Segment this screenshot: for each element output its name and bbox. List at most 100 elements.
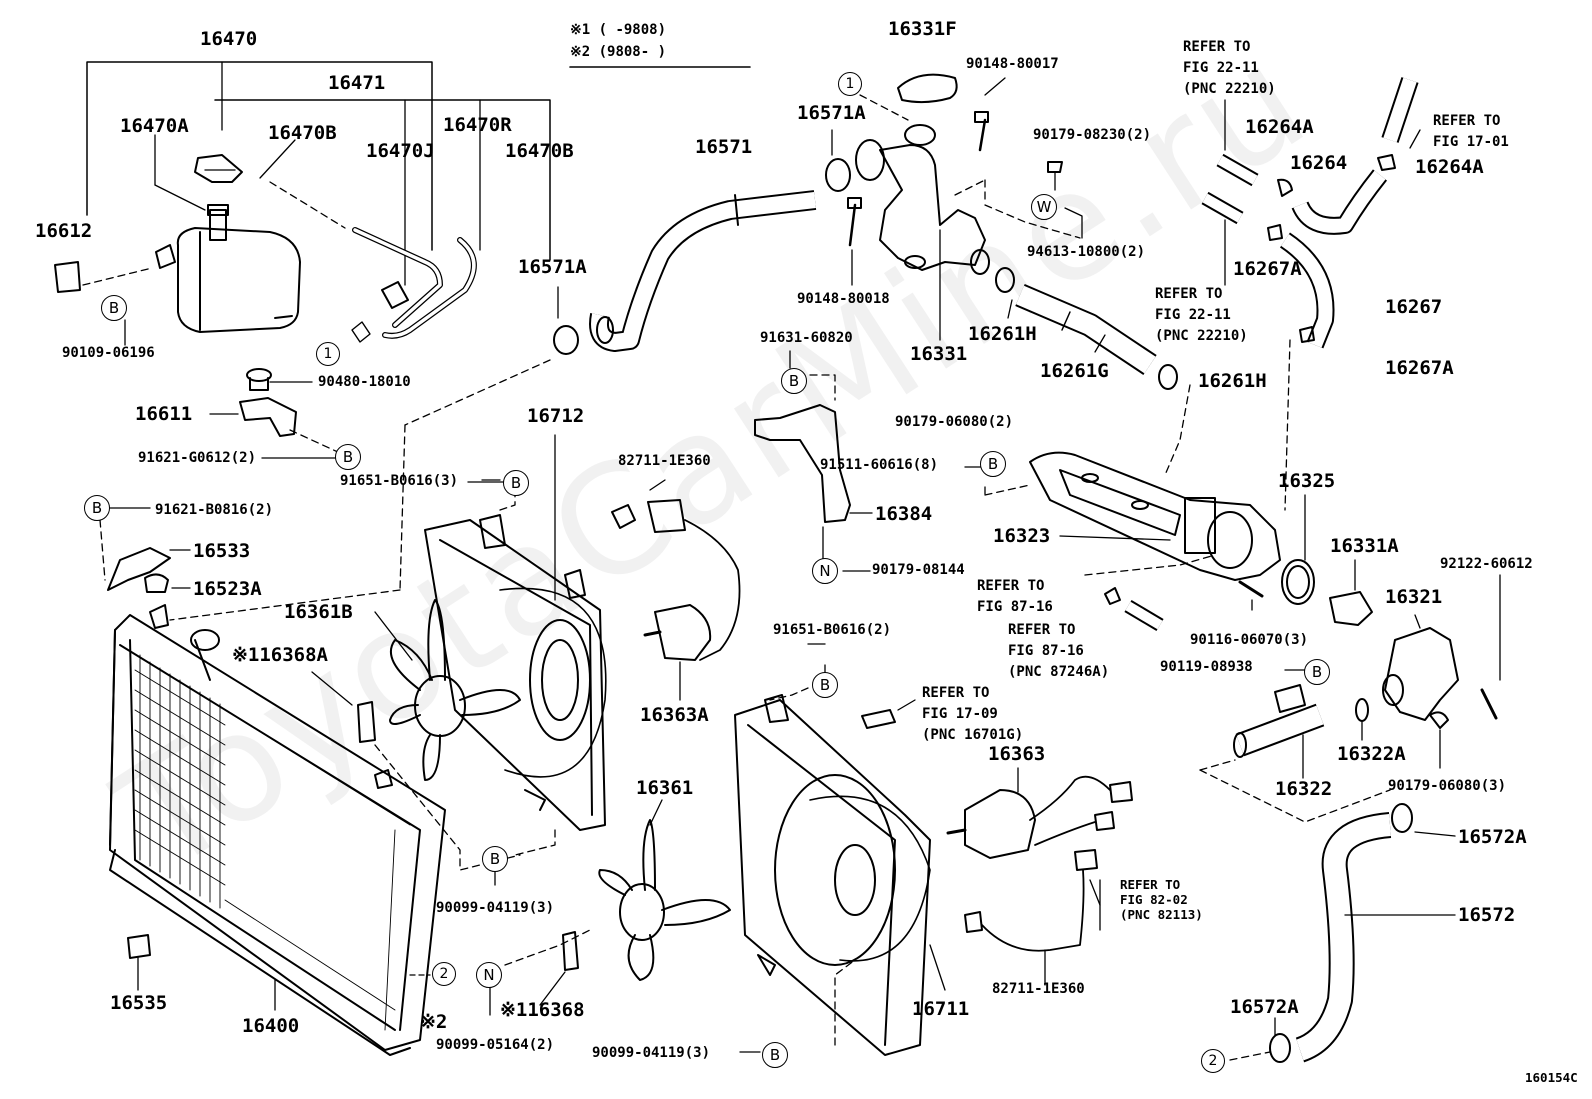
part-16571: 16571 [695, 136, 753, 158]
refer-line: REFER TO [1120, 877, 1181, 892]
refer-line: REFER TO [1008, 622, 1076, 638]
part-16571A-a: 16571A [518, 256, 587, 278]
callout-B: B [762, 1042, 788, 1068]
legend-line-2: ※2 (9808- ) [570, 44, 667, 60]
legend-line-1: ※1 ( -9808) [570, 22, 667, 38]
part-16712: 16712 [527, 405, 585, 427]
refer-line: FIG 87-16 [1008, 643, 1084, 659]
water-outlet [855, 124, 990, 275]
part-94613-10800: 94613-10800(2) [1027, 244, 1146, 260]
part-16267A-b: 16267A [1385, 357, 1454, 379]
part-91621-B0816: 91621-B0816(2) [155, 502, 274, 518]
part-91651-B0616-3: 91651-B0616(3) [340, 473, 459, 489]
callout-N: N [476, 962, 502, 988]
part-16361: 16361 [636, 777, 694, 799]
refer-line: (PNC 22210) [1183, 81, 1276, 97]
part-16267A-a: 16267A [1233, 258, 1302, 280]
callout-B: B [812, 672, 838, 698]
part-16261G: 16261G [1040, 360, 1109, 382]
refer-line: FIG 22-11 [1183, 60, 1259, 76]
part-16331: 16331 [910, 343, 968, 365]
part-16572A-b: 16572A [1230, 996, 1299, 1018]
fan-upper [389, 599, 521, 781]
part-16471: 16471 [328, 72, 386, 94]
part-16363: 16363 [988, 743, 1046, 765]
refer-line: REFER TO [977, 578, 1045, 594]
callout-1: 1 [316, 342, 340, 366]
refer-fig-17-09: REFER TO FIG 17-09 (PNC 16701G) [922, 683, 1023, 746]
refer-line: FIG 17-01 [1433, 134, 1509, 150]
part-90179-06080-3: 90179-06080(3) [1388, 778, 1507, 794]
refer-line: (PNC 16701G) [922, 727, 1024, 743]
part-16470R: 16470R [443, 114, 512, 136]
callout-B: B [84, 495, 110, 521]
part-16261H-a: 16261H [968, 323, 1037, 345]
part-star2: ※2 [420, 1011, 448, 1033]
fan-lower [598, 819, 731, 981]
inlet-housing [1029, 451, 1281, 581]
part-90179-08144: 90179-08144 [872, 562, 965, 578]
part-90179-06080-2: 90179-06080(2) [895, 414, 1014, 430]
fan-shroud-upper [424, 514, 607, 831]
refer-fig-87-16-b: REFER TO FIG 87-16 (PNC 87246A) [1008, 620, 1109, 683]
fan-shroud-lower [734, 694, 931, 1056]
refer-fig-82-02: REFER TO FIG 82-02 (PNC 82113) [1120, 877, 1203, 922]
part-16572: 16572 [1458, 904, 1516, 926]
callout-B: B [781, 368, 807, 394]
part-16264: 16264 [1290, 152, 1348, 174]
part-16322A: 16322A [1337, 743, 1406, 765]
part-16711: 16711 [912, 998, 970, 1020]
part-90148-80018: 90148-80018 [797, 291, 890, 307]
part-91511-60616: 91511-60616(8) [820, 457, 939, 473]
part-16535: 16535 [110, 992, 168, 1014]
part-16322: 16322 [1275, 778, 1333, 800]
part-16321: 16321 [1385, 586, 1443, 608]
callout-W: W [1031, 194, 1057, 220]
callout-2: 2 [432, 962, 456, 986]
part-16261H-b: 16261H [1198, 370, 1267, 392]
part-90099-05164: 90099-05164(2) [436, 1037, 555, 1053]
part-16384: 16384 [875, 503, 933, 525]
part-90099-04119-b: 90099-04119(3) [592, 1045, 711, 1061]
refer-fig-87-16-a: REFER TO FIG 87-16 [977, 576, 1053, 618]
refer-line: FIG 22-11 [1155, 307, 1231, 323]
refer-line: REFER TO [1183, 39, 1251, 55]
part-90480-18010: 90480-18010 [318, 374, 411, 390]
part-16363A: 16363A [640, 704, 709, 726]
callout-N: N [812, 558, 838, 584]
part-91631-60820: 91631-60820 [760, 330, 853, 346]
part-16571A-b: 16571A [797, 102, 866, 124]
callout-B: B [482, 846, 508, 872]
refer-line: REFER TO [922, 685, 990, 701]
part-16325: 16325 [1278, 470, 1336, 492]
part-82711-1E360-a: 82711-1E360 [618, 453, 711, 469]
part-90109-06196: 90109-06196 [62, 345, 155, 361]
part-90119-08938: 90119-08938 [1160, 659, 1253, 675]
part-16533: 16533 [193, 540, 251, 562]
part-16267: 16267 [1385, 296, 1443, 318]
part-16331A: 16331A [1330, 535, 1399, 557]
callout-B: B [980, 451, 1006, 477]
part-16572A-a: 16572A [1458, 826, 1527, 848]
callout-B: B [503, 470, 529, 496]
part-16361B: 16361B [284, 601, 353, 623]
refer-line: (PNC 22210) [1155, 328, 1248, 344]
refer-line: REFER TO [1433, 113, 1501, 129]
part-90116-06070: 90116-06070(3) [1190, 632, 1309, 648]
part-16612: 16612 [35, 220, 93, 242]
part-90179-08230: 90179-08230(2) [1033, 127, 1152, 143]
part-16264A-a: 16264A [1245, 116, 1314, 138]
part-16331F: 16331F [888, 18, 957, 40]
part-90148-80017: 90148-80017 [966, 56, 1059, 72]
refer-line: (PNC 87246A) [1008, 664, 1110, 680]
refer-fig-22-11-top: REFER TO FIG 22-11 (PNC 22210) [1183, 37, 1276, 100]
part-90099-04119-a: 90099-04119(3) [436, 900, 555, 916]
refer-line: REFER TO [1155, 286, 1223, 302]
part-16368A: ※116368A [232, 644, 328, 666]
reservoir-tank [54, 204, 301, 333]
part-16470: 16470 [200, 28, 258, 50]
refer-line: FIG 17-09 [922, 706, 998, 722]
part-16368: ※116368 [500, 999, 585, 1021]
part-16470A: 16470A [120, 115, 189, 137]
